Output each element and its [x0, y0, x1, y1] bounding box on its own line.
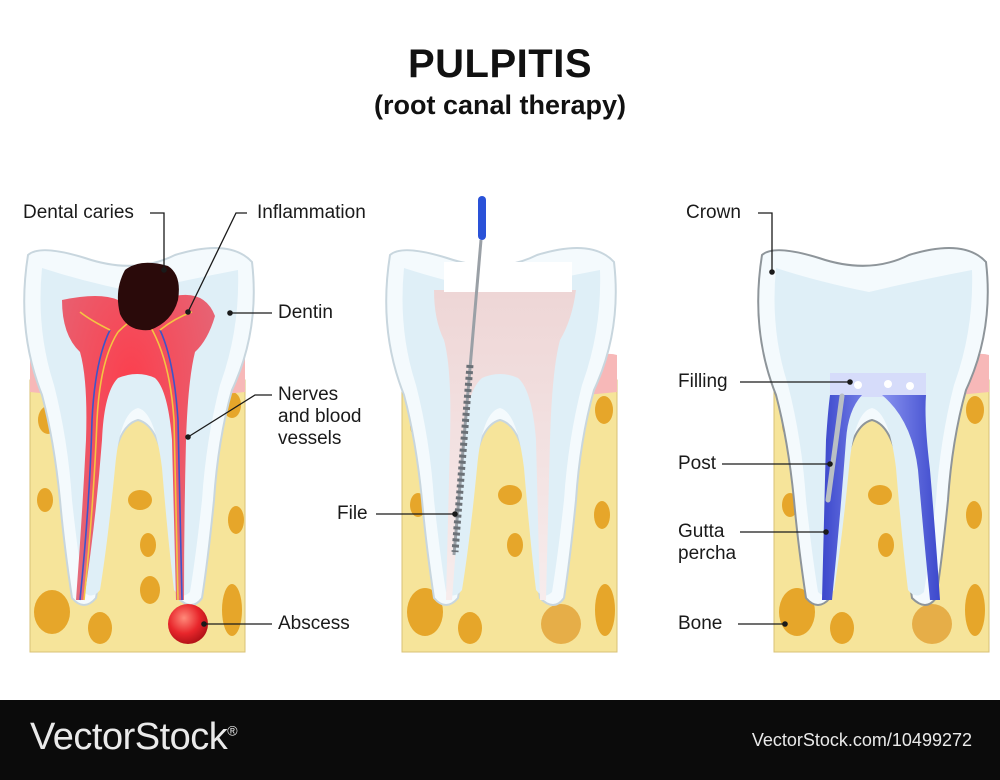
label-dental-caries: Dental caries: [23, 202, 134, 223]
label-filling: Filling: [678, 371, 728, 392]
nerves-vessels: [79, 309, 193, 601]
tooth-file: [385, 196, 618, 653]
label-crown: Crown: [686, 202, 741, 223]
access-cavity: [444, 262, 572, 292]
label-nerves-line-2: and blood: [278, 406, 362, 427]
label-nerves: Nerves and blood vessels: [278, 384, 361, 450]
brand-name: VectorStock: [30, 716, 228, 758]
tooth-filled: [757, 246, 990, 653]
label-gutta-percha: Gutta percha: [678, 521, 736, 565]
leader-dots: [161, 267, 853, 627]
image-reference: VectorStock.com/10499272: [751, 730, 972, 750]
registered-mark: ®: [227, 722, 238, 739]
label-gutta-line-1: Gutta: [678, 521, 725, 542]
label-nerves-line-1: Nerves: [278, 384, 339, 405]
label-file: File: [337, 503, 368, 524]
leader-lines: [150, 212, 850, 625]
label-gutta-line-2: percha: [678, 543, 737, 564]
page-subtitle: (root canal therapy): [373, 90, 627, 120]
label-nerves-line-3: vessels: [278, 428, 342, 449]
diagram-canvas: [23, 196, 990, 653]
label-inflammation: Inflammation: [257, 202, 366, 223]
page-title: PULPITIS: [407, 42, 593, 86]
label-post: Post: [678, 453, 717, 474]
label-bone: Bone: [678, 613, 723, 634]
caries: [117, 262, 179, 331]
footer-bar: VectorStock® VectorStock.com/10499272: [0, 700, 1000, 780]
brand-logo: VectorStock®: [30, 716, 238, 759]
label-dentin: Dentin: [278, 302, 333, 323]
gutta-percha: [822, 395, 940, 600]
label-abscess: Abscess: [278, 613, 350, 634]
file-instrument: [451, 196, 486, 556]
tooth-pulpitis: [23, 246, 255, 653]
abscess: [168, 604, 208, 644]
post: [825, 393, 845, 503]
